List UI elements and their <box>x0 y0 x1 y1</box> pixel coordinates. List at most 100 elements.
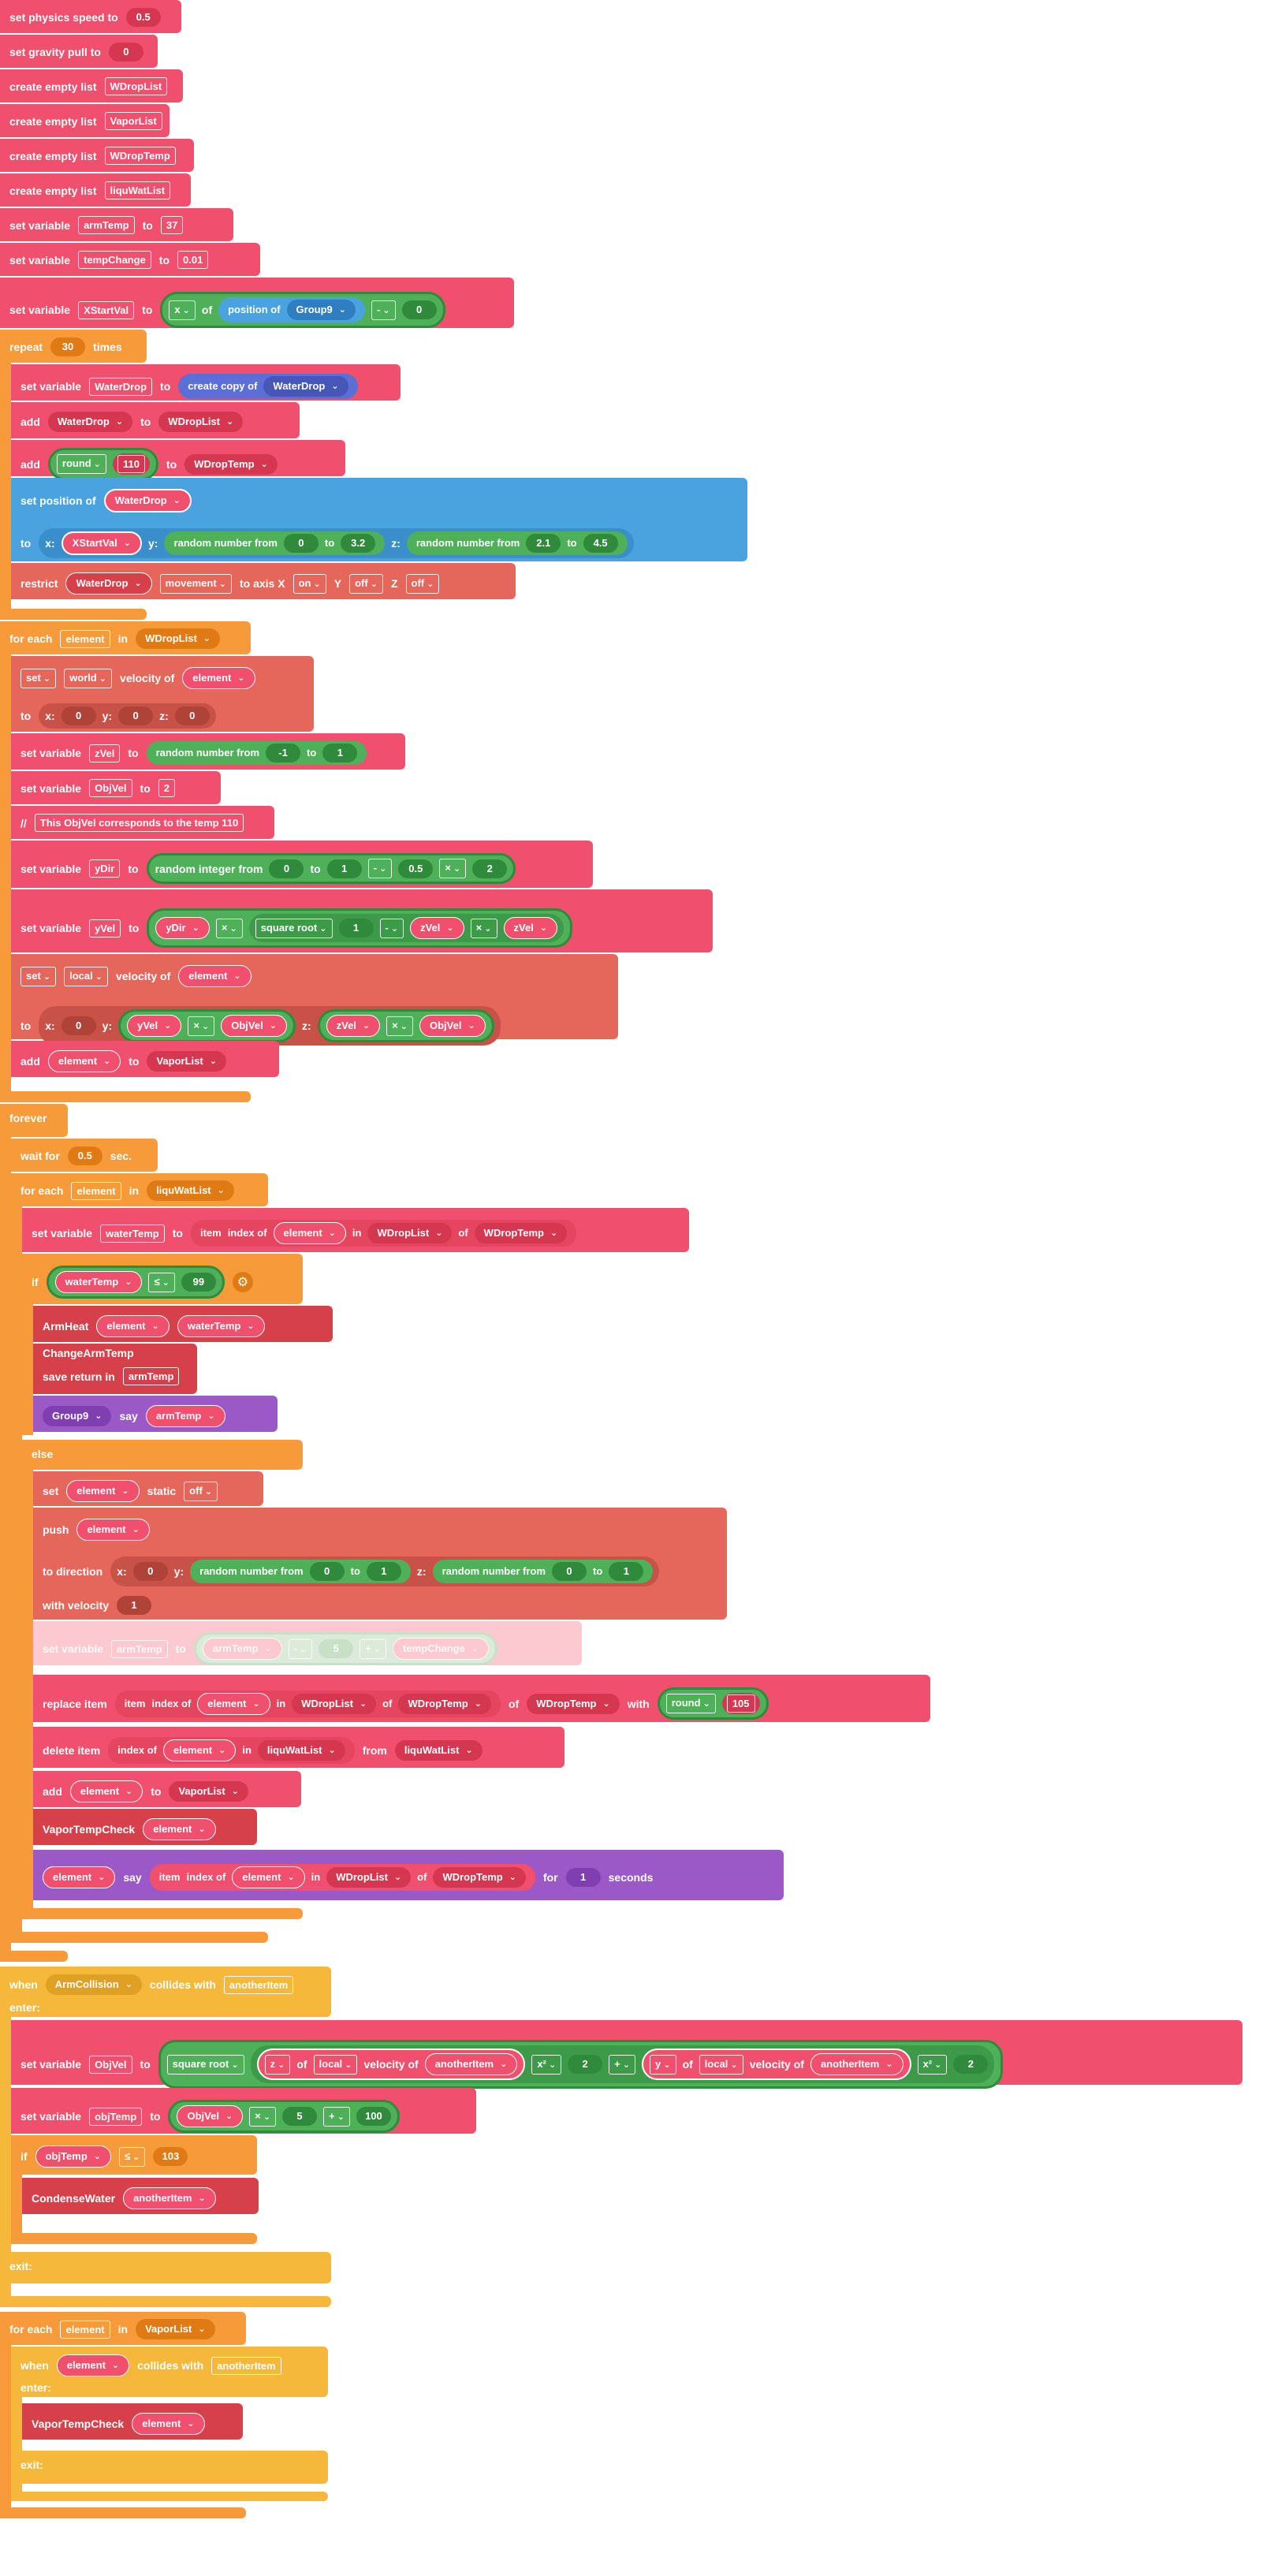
variable-name-input[interactable]: armTemp <box>78 216 135 234</box>
random-reporter-y[interactable]: random number from 0 to 1 <box>190 1560 411 1583</box>
number-value[interactable]: 103 <box>153 2147 188 2166</box>
random-reporter-z[interactable]: random number from 2.1 to 4.5 <box>406 531 628 555</box>
variable-name-input[interactable]: yDir <box>89 859 121 878</box>
exit-block-2[interactable] <box>11 2451 328 2484</box>
wait-seconds[interactable]: 0.5 <box>67 1146 102 1165</box>
list-dropdown[interactable]: WDropTemp <box>474 1223 568 1243</box>
space-dropdown[interactable]: local <box>699 2054 743 2075</box>
operator-dropdown[interactable]: - <box>288 1638 313 1659</box>
variable-dropdown[interactable]: armTemp <box>202 1638 282 1660</box>
variable-name-input[interactable]: WaterDrop <box>89 377 153 396</box>
random-reporter[interactable]: random number from -1 to 1 <box>146 741 367 765</box>
variable-name-input[interactable]: ObjVel <box>89 2055 132 2074</box>
object-dropdown[interactable]: WaterDrop <box>103 489 192 513</box>
operator-dropdown[interactable]: - <box>379 918 404 938</box>
square-root-reporter[interactable]: square root 1 - zVel × zVel <box>248 914 564 942</box>
x-value[interactable]: 0 <box>61 1016 96 1035</box>
z-value[interactable]: 0 <box>174 706 210 725</box>
physics-value[interactable]: 0.5 <box>125 8 161 27</box>
round-reporter[interactable]: round 105 <box>657 1687 769 1720</box>
argument-dropdown[interactable]: element <box>96 1315 170 1337</box>
element-variable-input[interactable]: element <box>60 629 110 648</box>
list-dropdown[interactable]: liquWatList <box>257 1740 345 1761</box>
list-dropdown[interactable]: WDropList <box>292 1693 377 1714</box>
number-value[interactable]: 2 <box>472 859 508 878</box>
create-copy-reporter[interactable]: create copy of WaterDrop <box>178 374 358 399</box>
other-item-input[interactable]: anotherItem <box>223 1975 294 1994</box>
set-variable-armtemp-block[interactable] <box>0 208 233 241</box>
object-dropdown[interactable]: WaterDrop <box>263 376 348 397</box>
variable-name-input[interactable]: armTemp <box>111 1639 168 1658</box>
create-list-block-1[interactable] <box>0 69 183 103</box>
random-reporter-z[interactable]: random number from 0 to 1 <box>432 1560 654 1583</box>
element-dropdown[interactable]: element <box>69 1780 143 1802</box>
variable-dropdown[interactable]: tempChange <box>393 1638 490 1660</box>
argument-dropdown[interactable]: element <box>132 2413 205 2435</box>
element-dropdown[interactable]: element <box>273 1222 346 1244</box>
xyz-group[interactable]: x: 0 y: yVel × ObjVel z: zVel × ObjVel <box>39 1006 501 1046</box>
changearmtemp-call-block[interactable] <box>33 1344 197 1394</box>
power-dropdown[interactable]: x² <box>917 2054 948 2075</box>
list-dropdown[interactable]: liquWatList <box>394 1740 482 1761</box>
operator-dropdown[interactable]: + <box>360 1638 387 1659</box>
space-dropdown[interactable]: local <box>64 966 108 986</box>
list-dropdown[interactable]: VaporList <box>147 1051 226 1072</box>
argument-dropdown[interactable]: anotherItem <box>123 2187 216 2209</box>
other-item-input[interactable]: anotherItem <box>211 2356 281 2375</box>
element-dropdown[interactable]: element <box>43 1866 116 1888</box>
element-dropdown[interactable]: element <box>76 1519 150 1541</box>
operator-dropdown[interactable]: × <box>470 918 497 938</box>
random-reporter-y[interactable]: random number from 0 to 3.2 <box>164 531 386 555</box>
number-value[interactable]: 2 <box>568 2055 603 2074</box>
function-dropdown[interactable]: square root <box>255 918 333 938</box>
comparison-dropdown[interactable]: ≤ <box>148 1272 175 1292</box>
value-input[interactable]: 105 <box>726 1694 755 1713</box>
element-dropdown[interactable]: element <box>66 1480 140 1502</box>
list-dropdown[interactable]: VaporList <box>136 2319 215 2339</box>
gravity-value[interactable]: 0 <box>108 43 143 62</box>
variable-dropdown[interactable]: zVel <box>503 917 558 939</box>
variable-dropdown[interactable]: WaterDrop <box>47 412 133 432</box>
expression-group[interactable]: yDir × square root 1 - zVel × zVel <box>147 908 573 948</box>
number-value[interactable]: -1 <box>266 744 301 762</box>
variable-dropdown[interactable]: anotherItem <box>424 2053 518 2075</box>
y-value[interactable]: 0 <box>118 706 154 725</box>
number-value[interactable]: 99 <box>181 1273 216 1292</box>
list-dropdown[interactable]: WDropList <box>326 1867 412 1888</box>
operator-dropdown[interactable]: + <box>609 2054 636 2075</box>
list-dropdown[interactable]: VaporList <box>169 1781 248 1802</box>
y-velocity-reporter[interactable]: y of local velocity of anotherItem <box>642 2048 911 2080</box>
index-of-reporter[interactable]: index of element in liquWatList <box>108 1737 355 1764</box>
number-value[interactable]: 1 <box>366 1562 401 1581</box>
item-of-list-reporter[interactable]: item index of element in WDropList of WD… <box>149 1864 535 1891</box>
axis-dropdown[interactable]: x <box>169 300 196 320</box>
value-input[interactable]: 0.01 <box>177 251 209 269</box>
space-dropdown[interactable]: world <box>64 668 113 688</box>
number-value[interactable]: 0 <box>401 300 437 319</box>
axis-dropdown[interactable]: y <box>650 2054 676 2075</box>
y-axis-toggle[interactable]: off <box>349 573 383 594</box>
operator-dropdown[interactable]: × <box>188 1016 215 1036</box>
variable-dropdown[interactable]: objTemp <box>35 2145 111 2168</box>
number-value[interactable]: 0 <box>552 1562 587 1581</box>
element-dropdown[interactable]: element <box>47 1050 121 1072</box>
list-name-input[interactable]: WDropTemp <box>104 147 176 165</box>
xyz-group[interactable]: x: 0 y: 0 z: 0 <box>39 703 216 729</box>
xyz-group[interactable]: x: XStartVal y: random number from 0 to … <box>39 528 634 558</box>
variable-name-input[interactable]: objTemp <box>89 2107 143 2126</box>
velocity-value[interactable]: 1 <box>117 1596 152 1615</box>
number-value[interactable]: 1 <box>338 919 374 938</box>
variable-dropdown[interactable]: armTemp <box>145 1405 225 1427</box>
operator-dropdown[interactable]: × <box>386 1016 413 1036</box>
create-list-block-3[interactable] <box>0 139 194 172</box>
object-dropdown[interactable]: Group9 <box>286 300 356 320</box>
number-value[interactable]: 2 <box>953 2055 989 2074</box>
comment-block[interactable] <box>11 806 274 839</box>
number-value[interactable]: 1 <box>326 859 362 878</box>
duration-value[interactable]: 1 <box>565 1868 601 1887</box>
forever-block[interactable] <box>0 1104 68 1137</box>
square-root-reporter[interactable]: square root z of local velocity of anoth… <box>158 2040 1004 2089</box>
value-input[interactable]: 110 <box>117 455 145 473</box>
function-dropdown[interactable]: square root <box>166 2054 244 2075</box>
